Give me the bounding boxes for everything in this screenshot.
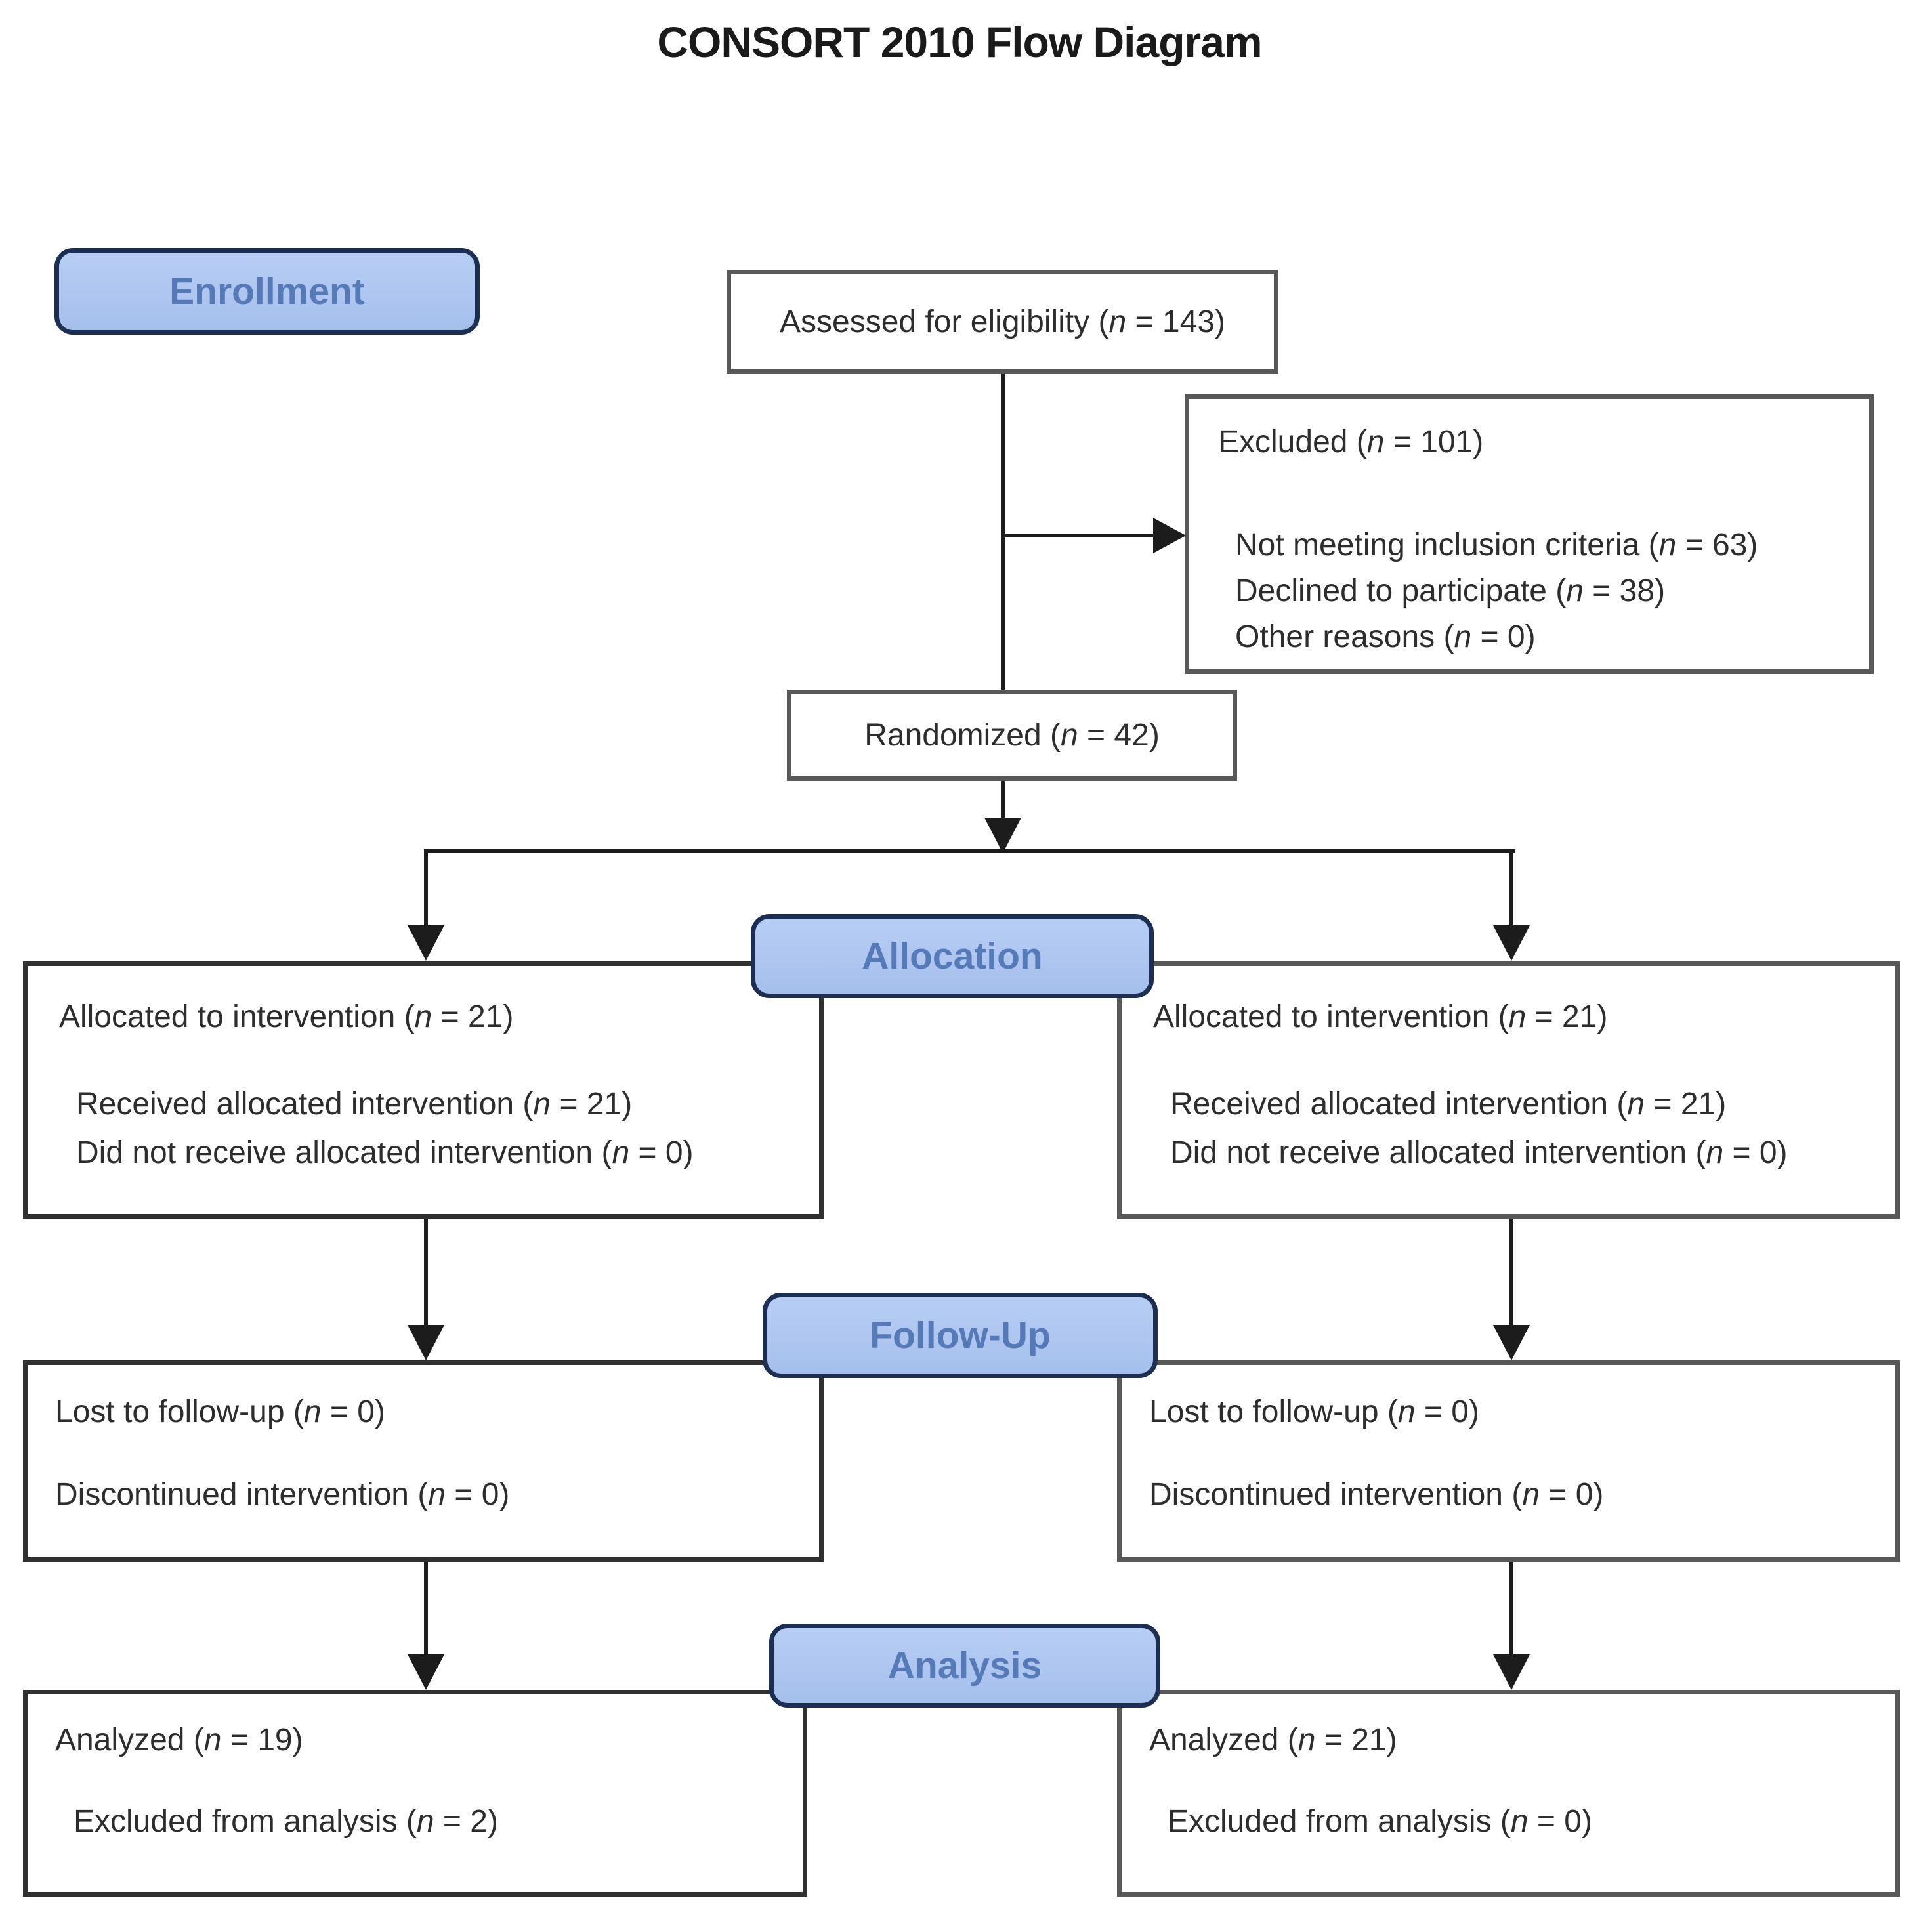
connector-split-horizontal bbox=[424, 849, 1515, 853]
page-title: CONSORT 2010 Flow Diagram bbox=[657, 18, 1262, 66]
box-followup-right: Lost to follow-up (n = 0) Discontinued i… bbox=[1117, 1360, 1900, 1562]
allocation-right-details: Received allocated intervention (n = 21)… bbox=[1153, 1080, 1882, 1177]
connector-followup-to-analysis-left bbox=[424, 1562, 428, 1660]
connector-to-excluded bbox=[1003, 534, 1157, 537]
followup-right-title: Lost to follow-up (n = 0) bbox=[1149, 1395, 1479, 1429]
randomized-text: Randomized (n = 42) bbox=[864, 717, 1160, 753]
section-label-allocation: Allocation bbox=[751, 914, 1154, 998]
excluded-reason: Other reasons (n = 0) bbox=[1235, 620, 1536, 654]
box-analysis-right: Analyzed (n = 21) Excluded from analysis… bbox=[1117, 1690, 1900, 1897]
box-excluded: Excluded (n = 101) Not meeting inclusion… bbox=[1185, 394, 1874, 674]
box-allocation-left: Allocated to intervention (n = 21) Recei… bbox=[23, 961, 824, 1219]
allocation-left-details: Received allocated intervention (n = 21)… bbox=[59, 1080, 806, 1177]
box-assessed-for-eligibility: Assessed for eligibility (n = 143) bbox=[727, 270, 1278, 374]
connector-alloc-to-followup-right bbox=[1509, 1219, 1513, 1330]
arrowhead-alloc-right-icon bbox=[1493, 925, 1530, 961]
assessed-text: Assessed for eligibility (n = 143) bbox=[780, 304, 1225, 339]
section-label-followup-text: Follow-Up bbox=[870, 1314, 1051, 1356]
allocation-right-detail: Did not receive allocated intervention (… bbox=[1170, 1135, 1788, 1170]
followup-left-title: Lost to follow-up (n = 0) bbox=[55, 1395, 385, 1429]
arrowhead-followup-left-icon bbox=[408, 1325, 444, 1360]
analysis-left-detail: Excluded from analysis (n = 2) bbox=[74, 1804, 498, 1839]
box-allocation-right: Allocated to intervention (n = 21) Recei… bbox=[1117, 961, 1900, 1219]
section-label-followup: Follow-Up bbox=[763, 1293, 1158, 1378]
section-label-analysis: Analysis bbox=[769, 1624, 1160, 1708]
allocation-right-title: Allocated to intervention (n = 21) bbox=[1153, 999, 1608, 1034]
section-label-allocation-text: Allocation bbox=[862, 935, 1043, 977]
arrowhead-split-icon bbox=[984, 818, 1021, 853]
connector-alloc-to-followup-left bbox=[424, 1219, 428, 1330]
box-followup-left: Lost to follow-up (n = 0) Discontinued i… bbox=[23, 1360, 824, 1562]
allocation-right-detail: Received allocated intervention (n = 21) bbox=[1170, 1087, 1727, 1122]
excluded-reason: Declined to participate (n = 38) bbox=[1235, 574, 1666, 608]
connector-followup-to-analysis-right bbox=[1509, 1562, 1513, 1660]
arrowhead-analysis-left-icon bbox=[408, 1654, 444, 1690]
connector-split-left bbox=[424, 849, 428, 931]
excluded-reasons: Not meeting inclusion criteria (n = 63) … bbox=[1218, 522, 1852, 660]
analysis-right-title: Analyzed (n = 21) bbox=[1149, 1723, 1397, 1757]
followup-left-detail: Discontinued intervention (n = 0) bbox=[55, 1477, 510, 1512]
box-analysis-left: Analyzed (n = 19) Excluded from analysis… bbox=[23, 1690, 807, 1897]
connector-split-right bbox=[1509, 849, 1513, 931]
excluded-reason: Not meeting inclusion criteria (n = 63) bbox=[1235, 528, 1758, 562]
arrowhead-alloc-left-icon bbox=[408, 925, 444, 961]
connector-randomized-to-split bbox=[1001, 781, 1005, 833]
section-label-enrollment: Enrollment bbox=[54, 248, 480, 335]
section-label-enrollment-text: Enrollment bbox=[169, 270, 365, 312]
box-randomized: Randomized (n = 42) bbox=[787, 690, 1237, 781]
connector-assessed-to-randomized bbox=[1001, 374, 1005, 690]
analysis-right-detail: Excluded from analysis (n = 0) bbox=[1168, 1804, 1592, 1839]
arrowhead-followup-right-icon bbox=[1493, 1325, 1530, 1360]
allocation-left-detail: Received allocated intervention (n = 21) bbox=[76, 1087, 633, 1122]
excluded-title: Excluded (n = 101) bbox=[1218, 425, 1484, 459]
allocation-left-detail: Did not receive allocated intervention (… bbox=[76, 1135, 694, 1170]
analysis-left-title: Analyzed (n = 19) bbox=[55, 1723, 303, 1757]
arrowhead-analysis-right-icon bbox=[1493, 1654, 1530, 1690]
arrowhead-excluded-icon bbox=[1153, 518, 1186, 553]
section-label-analysis-text: Analysis bbox=[887, 1645, 1042, 1687]
followup-right-detail: Discontinued intervention (n = 0) bbox=[1149, 1477, 1604, 1512]
allocation-left-title: Allocated to intervention (n = 21) bbox=[59, 999, 514, 1034]
